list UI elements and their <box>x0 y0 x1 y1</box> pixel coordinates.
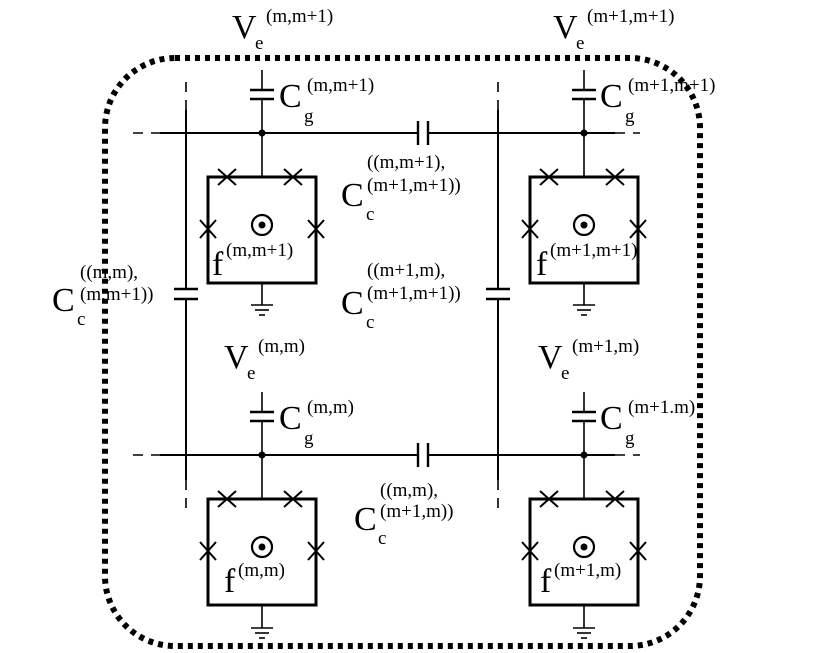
svg-text:(m,m): (m,m) <box>307 397 354 418</box>
cell-bottom-right <box>521 392 647 639</box>
svg-text:c: c <box>378 528 386 549</box>
coupling-capacitor-mid <box>486 287 510 301</box>
label-cg-bottom-left: C g (m,m) <box>279 397 354 449</box>
cell-top-left <box>199 70 325 316</box>
svg-text:g: g <box>625 428 635 449</box>
svg-text:((m+1,m),: ((m+1,m), <box>367 260 445 281</box>
label-cc-top: ((m,m+1), C (m+1,m+1)) c <box>341 152 461 225</box>
svg-text:(m+1.m): (m+1.m) <box>628 397 695 418</box>
svg-text:f: f <box>536 246 548 283</box>
svg-text:e: e <box>576 33 584 54</box>
label-ve-bottom-left: V e (m,m) <box>224 336 305 384</box>
svg-text:C: C <box>279 78 302 115</box>
svg-text:(m,m): (m,m) <box>258 336 305 357</box>
svg-text:(m+1,m+1): (m+1,m+1) <box>628 75 715 96</box>
svg-text:g: g <box>625 106 635 127</box>
svg-text:(m,m+1): (m,m+1) <box>226 240 293 261</box>
svg-text:g: g <box>304 106 314 127</box>
flux-dot-icon <box>572 535 596 559</box>
flux-dot-icon <box>572 213 596 237</box>
svg-text:g: g <box>304 428 314 449</box>
label-ve-top-right: V e (m+1,m+1) <box>553 6 674 54</box>
label-flux-top-left: f (m,m+1) <box>212 240 293 283</box>
svg-text:V: V <box>224 339 249 376</box>
svg-text:(m+1,m): (m+1,m) <box>554 560 621 581</box>
cell-top-right <box>521 70 647 316</box>
svg-text:C: C <box>52 282 75 319</box>
unit-cell-boundary <box>102 55 703 649</box>
svg-text:C: C <box>600 400 623 437</box>
svg-text:(m+1,m+1)): (m+1,m+1)) <box>367 283 461 304</box>
svg-text:C: C <box>341 177 364 214</box>
label-ve-bottom-right: V e (m+1,m) <box>538 336 639 384</box>
svg-text:(m+1,m+1): (m+1,m+1) <box>550 240 637 261</box>
svg-text:C: C <box>279 400 302 437</box>
label-flux-bottom-left: f (m,m) <box>224 560 285 600</box>
svg-text:V: V <box>553 9 578 46</box>
svg-text:(m,m+1): (m,m+1) <box>307 75 374 96</box>
label-cc-mid: ((m+1,m), C (m+1,m+1)) c <box>341 260 461 333</box>
svg-text:f: f <box>224 563 236 600</box>
svg-text:(m+1,m+1): (m+1,m+1) <box>587 6 674 27</box>
svg-text:(m+1,m+1)): (m+1,m+1)) <box>367 175 461 196</box>
svg-text:(m+1,m)): (m+1,m)) <box>380 501 454 522</box>
svg-text:f: f <box>212 246 224 283</box>
svg-text:f: f <box>540 563 552 600</box>
cell-bottom-left <box>199 392 325 639</box>
coupling-capacitor-top <box>416 121 430 145</box>
coupling-capacitor-left <box>174 287 198 301</box>
svg-text:(m,m+1): (m,m+1) <box>266 6 333 27</box>
svg-text:(m,m+1)): (m,m+1)) <box>80 284 154 305</box>
svg-text:C: C <box>600 78 623 115</box>
flux-dot-icon <box>250 535 274 559</box>
svg-text:((m,m),: ((m,m), <box>80 262 138 283</box>
svg-text:e: e <box>561 363 569 384</box>
label-cc-left: ((m,m), C (m,m+1)) c <box>52 262 154 330</box>
label-cg-top-right: C g (m+1,m+1) <box>600 75 715 127</box>
label-flux-top-right: f (m+1,m+1) <box>536 240 637 283</box>
label-cg-top-left: C g (m,m+1) <box>279 75 374 127</box>
svg-text:V: V <box>232 9 257 46</box>
svg-text:c: c <box>77 309 85 330</box>
svg-text:(m+1,m): (m+1,m) <box>572 336 639 357</box>
svg-text:C: C <box>354 501 377 538</box>
coupling-capacitor-bottom <box>416 443 430 467</box>
svg-text:e: e <box>255 33 263 54</box>
label-flux-bottom-right: f (m+1,m) <box>540 560 621 600</box>
svg-text:e: e <box>247 363 255 384</box>
label-ve-top-left: V e (m,m+1) <box>232 6 333 54</box>
svg-text:c: c <box>366 312 374 333</box>
svg-text:((m,m),: ((m,m), <box>380 480 438 501</box>
flux-dot-icon <box>250 213 274 237</box>
svg-text:(m,m): (m,m) <box>238 560 285 581</box>
svg-text:V: V <box>538 339 563 376</box>
svg-text:C: C <box>341 285 364 322</box>
svg-text:((m,m+1),: ((m,m+1), <box>367 152 445 173</box>
label-cg-bottom-right: C g (m+1.m) <box>600 397 695 449</box>
svg-text:c: c <box>366 204 374 225</box>
label-cc-bottom: ((m,m), C (m+1,m)) c <box>354 480 454 549</box>
